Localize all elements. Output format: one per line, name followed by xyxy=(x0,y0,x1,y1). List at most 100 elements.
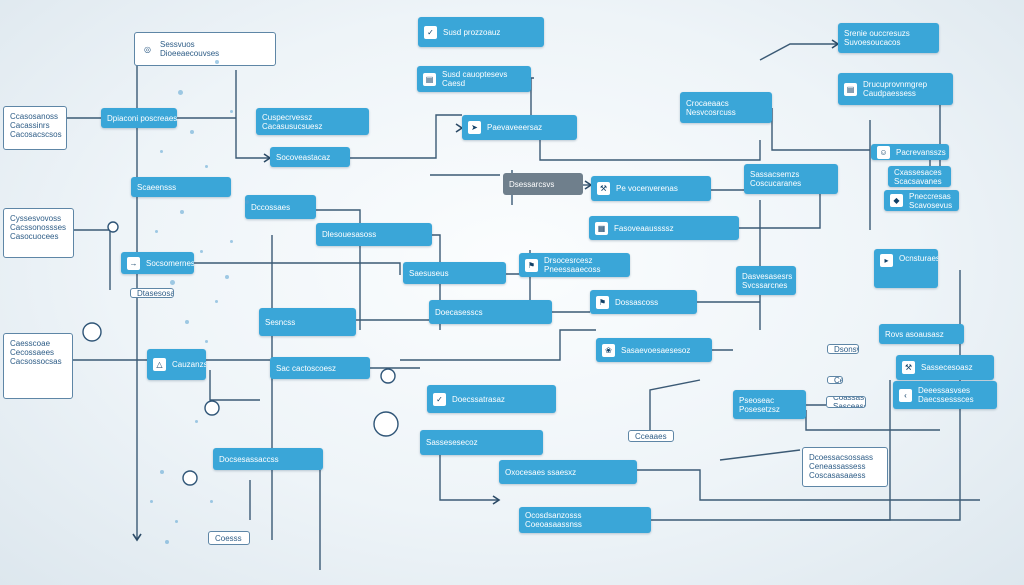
node-label: Cenessse xyxy=(834,376,842,384)
connector-line xyxy=(719,449,801,461)
node-label: Susd cauoptesevs xyxy=(442,70,508,79)
node-label: Ccasosanoss xyxy=(10,112,59,121)
node-label: Dccossaes xyxy=(251,202,291,212)
process-node: Saesuseus xyxy=(403,262,506,284)
node-label: Coesss xyxy=(215,533,242,543)
node-label: Cacasusucsuesz xyxy=(262,121,323,131)
junction-node xyxy=(182,470,198,486)
node-label: Dtasesosassss xyxy=(137,288,174,298)
node-label: Scavosevus xyxy=(909,200,953,210)
process-node: Cenessse xyxy=(827,376,843,384)
node-label: Cauzanzs xyxy=(172,360,206,369)
node-label: Dsonsvoracosssz xyxy=(834,344,858,354)
node-label: Paevaveeersaz xyxy=(487,123,543,132)
node-label: Sasaevoesaesesoz xyxy=(621,345,691,355)
node-label: Pneessaaecoss xyxy=(544,265,601,274)
decorative-dot xyxy=(225,275,229,279)
arrow-icon: → xyxy=(127,256,140,270)
connector-line xyxy=(800,270,961,521)
node-label: Sassesesecoz xyxy=(426,438,478,447)
process-node: Coesss xyxy=(208,531,250,545)
node-label: Deeessasvses xyxy=(918,386,971,395)
connector-line xyxy=(235,70,270,159)
process-node: Docsesassaccss xyxy=(213,448,323,470)
process-node: ➤ Paevaveeersaz xyxy=(462,115,577,140)
connector-line xyxy=(194,262,401,275)
decorative-dot xyxy=(175,520,178,523)
bracket-icon: ‹ xyxy=(899,388,912,402)
node-label: Posesetzsz xyxy=(739,404,780,414)
arrowhead xyxy=(492,495,501,505)
grid-icon: ▦ xyxy=(595,221,608,235)
node-label: Pe vocenverenas xyxy=(616,184,678,193)
decorative-dot xyxy=(205,340,208,343)
send-icon: ➤ xyxy=(468,121,481,134)
junction-node xyxy=(380,368,396,384)
decorative-dot xyxy=(185,320,189,324)
node-label: Caesd xyxy=(442,79,466,88)
node-label: Coscucaranes xyxy=(750,179,802,188)
dog-icon: ⚑ xyxy=(525,258,538,272)
connector-line xyxy=(74,229,111,290)
junction-node xyxy=(107,221,119,233)
process-node: ▦Fasoveaaussssz xyxy=(589,216,739,240)
decorative-dot xyxy=(150,500,153,503)
node-label: Drsocesrcesz xyxy=(544,256,593,265)
process-node: ▸Ocnsturaespanas xyxy=(874,249,938,288)
process-node: Dsonsvoracosssz xyxy=(827,344,859,354)
node-label: Sassecesoasz xyxy=(921,363,973,372)
node-label: Cuspecrvessz xyxy=(262,112,313,122)
connector-line xyxy=(400,329,596,361)
user-icon: ☺ xyxy=(877,145,890,159)
node-label: Coscasasaaess xyxy=(809,471,866,480)
process-node: Sesncss xyxy=(259,308,356,336)
connector-line xyxy=(739,180,821,229)
process-node: Dsessarcsvs xyxy=(503,173,583,195)
connector-line xyxy=(771,108,870,151)
node-label: Coeoasaassnss xyxy=(525,520,582,529)
node-label: Srenie ouccresuzs xyxy=(844,29,910,38)
node-label: Dpiaconi poscreaes xyxy=(107,113,177,123)
process-node: Dpiaconi poscreaes xyxy=(101,108,177,128)
decorative-dot xyxy=(190,130,194,134)
node-label: Dioeeaecouvses xyxy=(160,49,220,58)
node-label: Caesscoae xyxy=(10,339,51,348)
process-node: Doecasesscs xyxy=(429,300,552,324)
node-label: Rovs asoausasz xyxy=(885,329,944,339)
connector-line xyxy=(316,209,361,330)
chart-icon: ▤ xyxy=(423,72,436,86)
decorative-dot xyxy=(200,250,203,253)
node-label: Scaeensss xyxy=(137,182,177,192)
node-label: Doecssatrasaz xyxy=(452,394,505,404)
node-label: Ocosdsanzosss xyxy=(525,511,582,520)
junction-node xyxy=(82,322,102,342)
tool-icon: ⚒ xyxy=(597,182,610,195)
node-label: Saesuseus xyxy=(409,268,449,278)
node-label: Sessvuos xyxy=(160,40,195,49)
decorative-dot xyxy=(160,150,163,153)
connector-line xyxy=(530,77,534,115)
node-label: Daecssesssces xyxy=(918,395,974,404)
node-label: Docsesassaccss xyxy=(219,454,279,464)
process-node: Socoveastacaz xyxy=(270,147,350,167)
decorative-dot xyxy=(165,540,169,544)
process-node: Cceaaes xyxy=(628,430,674,442)
connector-line xyxy=(209,370,260,401)
node-label: Cyssesvovoss xyxy=(10,214,62,223)
process-node: Dlesouesasoss xyxy=(316,223,432,246)
check-icon: ✓ xyxy=(424,25,437,39)
decorative-dot xyxy=(215,60,219,64)
junction-node xyxy=(204,400,220,416)
node-label: Doecasesscs xyxy=(435,307,483,317)
node-label: Scacsavanes xyxy=(894,176,942,186)
node-label: Pacrevansszs xyxy=(896,147,946,157)
process-node: Dccossaes xyxy=(245,195,316,219)
